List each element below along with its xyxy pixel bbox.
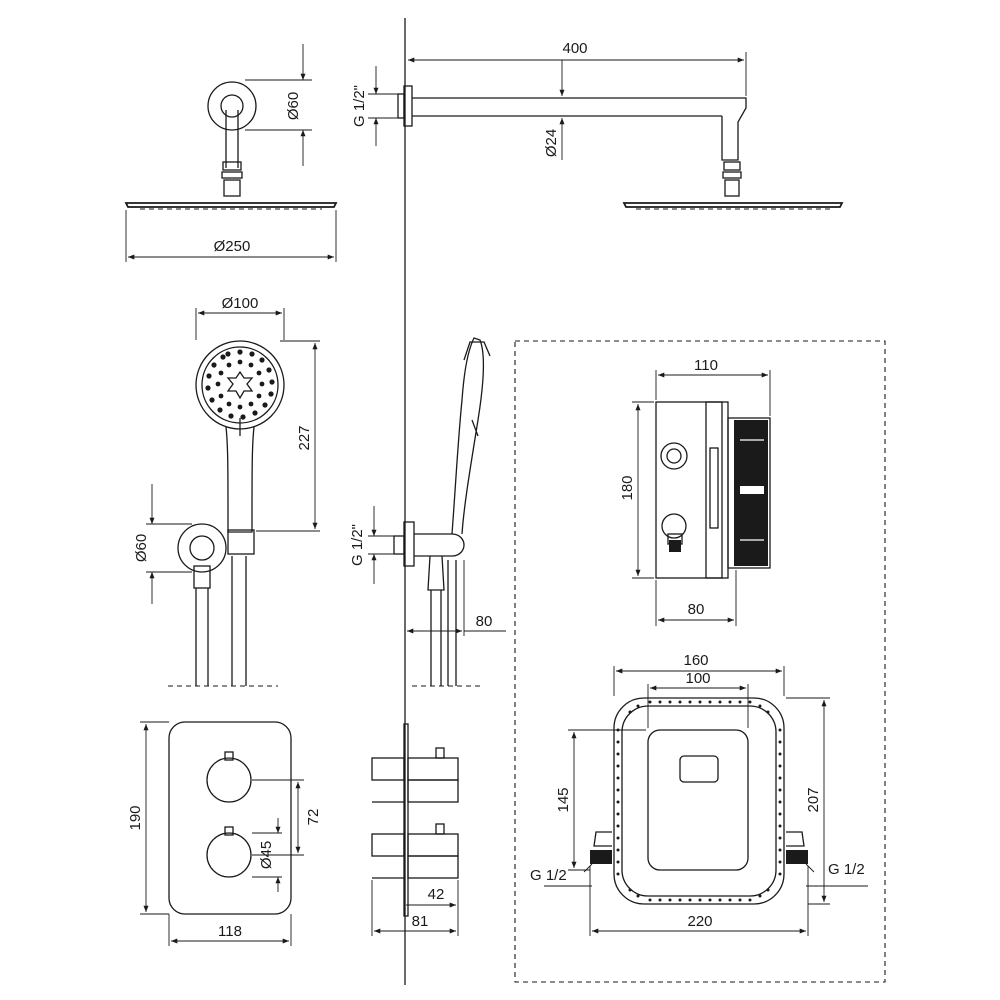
hand-shower-side-view bbox=[393, 337, 491, 687]
label-frame-width-total: 220 bbox=[687, 913, 712, 930]
dim-arm-tube: Ø24 bbox=[543, 60, 565, 160]
label-frame-outer: 160 bbox=[683, 652, 708, 669]
label-panel-width: 118 bbox=[218, 923, 242, 940]
label-panel-depth-total: 81 bbox=[412, 913, 429, 930]
label-box-depth: 80 bbox=[688, 601, 705, 618]
dim-knob-spacing: 72 bbox=[252, 779, 322, 856]
dim-outlet-projection: 80 bbox=[407, 560, 506, 636]
label-frame-height-total: 207 bbox=[805, 787, 822, 812]
dim-outlet-thread: G 1/2" bbox=[349, 506, 394, 584]
label-rose-diameter: Ø250 bbox=[214, 238, 251, 255]
dim-frame-inner: 100 bbox=[647, 670, 749, 728]
dim-panel-height: 190 bbox=[127, 721, 169, 915]
dim-handshower-length: 227 bbox=[256, 340, 320, 532]
dim-rose-flange: Ø60 bbox=[245, 44, 312, 166]
dim-inlet-right: G 1/2 bbox=[805, 861, 868, 887]
dim-box-width-top: 110 bbox=[655, 357, 771, 416]
label-knob-spacing: 72 bbox=[305, 809, 322, 826]
dim-frame-height-total: 207 bbox=[786, 697, 830, 905]
label-arm-length: 400 bbox=[562, 40, 587, 57]
dim-frame-width-total: 220 bbox=[589, 866, 809, 936]
label-panel-height: 190 bbox=[127, 805, 144, 830]
dim-inlet-left: G 1/2 bbox=[530, 863, 593, 887]
label-arm-tube: Ø24 bbox=[543, 129, 560, 157]
dim-outlet-flange: Ø60 bbox=[133, 484, 192, 604]
dim-panel-width: 118 bbox=[168, 914, 292, 946]
dim-rose-diameter: Ø250 bbox=[125, 210, 337, 262]
label-rose-flange: Ø60 bbox=[285, 92, 302, 120]
dim-wall-thread-top: G 1/2" bbox=[351, 66, 398, 146]
label-outlet-projection: 80 bbox=[476, 613, 493, 630]
dim-knob-diameter: Ø45 bbox=[252, 818, 282, 892]
label-handshower-length: 227 bbox=[296, 425, 313, 450]
dim-box-depth: 80 bbox=[655, 570, 737, 626]
concealed-box-front-view bbox=[590, 697, 808, 905]
hand-shower-front-view bbox=[168, 340, 285, 687]
label-wall-thread-top: G 1/2" bbox=[351, 85, 368, 127]
dim-handshower-head: Ø100 bbox=[195, 295, 285, 340]
dim-frame-outer: 160 bbox=[613, 652, 785, 696]
dim-panel-depth-small: 42 bbox=[406, 880, 459, 910]
label-frame-inner: 100 bbox=[685, 670, 710, 687]
label-panel-depth-small: 42 bbox=[428, 886, 445, 903]
rain-shower-front-view bbox=[124, 81, 338, 210]
dim-panel-depth-total: 81 bbox=[371, 880, 459, 936]
label-inlet-left: G 1/2 bbox=[530, 867, 567, 884]
label-outlet-flange: Ø60 bbox=[133, 534, 150, 562]
label-knob-diameter: Ø45 bbox=[258, 841, 275, 869]
concealed-body-frame bbox=[514, 340, 886, 983]
thermostat-panel-front bbox=[168, 721, 292, 915]
dim-box-height: 180 bbox=[619, 401, 654, 579]
label-box-height: 180 bbox=[619, 475, 636, 500]
label-handshower-head: Ø100 bbox=[222, 295, 259, 312]
thermostat-panel-side bbox=[371, 723, 459, 917]
label-outlet-thread: G 1/2" bbox=[349, 524, 366, 566]
label-frame-height-inner: 145 bbox=[555, 787, 572, 812]
concealed-box-side-view bbox=[655, 401, 771, 579]
label-box-width-top: 110 bbox=[694, 357, 718, 374]
label-inlet-right: G 1/2 bbox=[828, 861, 865, 878]
dim-frame-height-inner: 145 bbox=[555, 729, 646, 871]
dim-arm-length: 400 bbox=[408, 40, 747, 96]
rain-shower-side-view bbox=[397, 85, 844, 210]
